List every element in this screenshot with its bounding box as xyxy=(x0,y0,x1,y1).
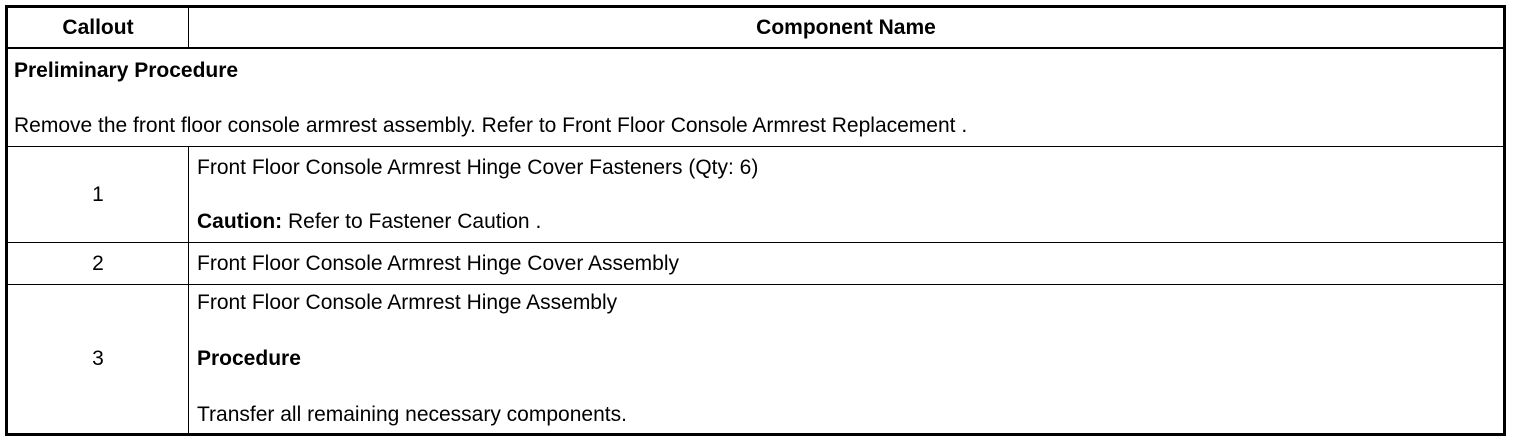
header-row: Callout Component Name xyxy=(6,6,1505,49)
caution-text: Refer to Fastener Caution . xyxy=(282,209,542,233)
preliminary-text: Remove the front floor console armrest a… xyxy=(14,114,968,137)
procedure-text: Transfer all remaining necessary compone… xyxy=(197,403,627,426)
procedure-label: Procedure xyxy=(197,347,301,370)
component-name-cell: Front Floor Console Armrest Hinge Cover … xyxy=(188,146,1505,243)
caution-note: Caution: Refer to Fastener Caution . xyxy=(197,210,1495,234)
table-row: 2 Front Floor Console Armrest Hinge Cove… xyxy=(6,242,1505,285)
component-name-header: Component Name xyxy=(188,6,1505,49)
table-row: 3 Front Floor Console Armrest Hinge Asse… xyxy=(6,284,1505,435)
caution-label: Caution: xyxy=(197,209,283,233)
callout-cell: 2 xyxy=(6,242,189,285)
component-name: Front Floor Console Armrest Hinge Cover … xyxy=(197,251,680,275)
preliminary-cell: Preliminary Procedure Remove the front f… xyxy=(6,47,1505,147)
preliminary-title: Preliminary Procedure xyxy=(14,59,239,82)
component-name: Front Floor Console Armrest Hinge Assemb… xyxy=(197,291,618,314)
component-name-cell: Front Floor Console Armrest Hinge Cover … xyxy=(188,242,1505,285)
callout-header: Callout xyxy=(6,6,189,49)
callout-cell: 1 xyxy=(6,146,189,243)
table-row: 1 Front Floor Console Armrest Hinge Cove… xyxy=(6,146,1505,243)
callout-cell: 3 xyxy=(6,284,189,435)
preliminary-row: Preliminary Procedure Remove the front f… xyxy=(6,47,1505,147)
component-name: Front Floor Console Armrest Hinge Cover … xyxy=(197,155,759,179)
component-table: Callout Component Name Preliminary Proce… xyxy=(5,5,1506,436)
component-name-cell: Front Floor Console Armrest Hinge Assemb… xyxy=(188,284,1505,435)
